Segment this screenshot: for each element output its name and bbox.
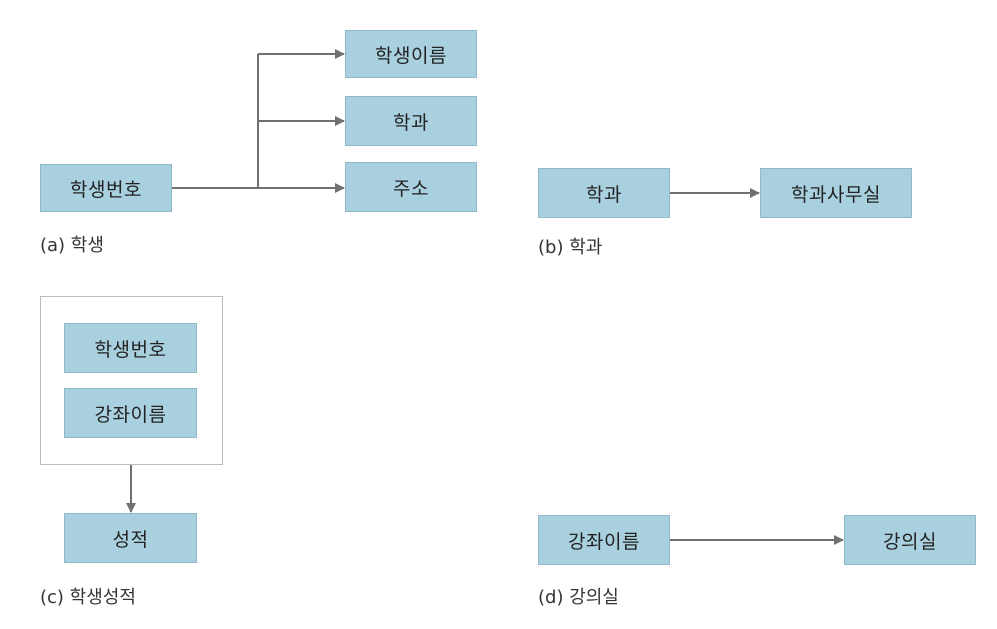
node-label: 학과 xyxy=(393,111,429,134)
node-label: 학과사무실 xyxy=(791,183,881,206)
caption-a: (a) 학생 xyxy=(40,235,104,256)
node-label: 주소 xyxy=(393,177,429,200)
node-c-grade: 성적 xyxy=(64,513,197,563)
node-b-dept-office: 학과사무실 xyxy=(760,168,912,218)
node-a-student-id: 학생번호 xyxy=(40,164,172,212)
node-label: 학생번호 xyxy=(94,338,167,361)
composite-key-frame xyxy=(40,296,223,465)
node-a-address: 주소 xyxy=(345,162,477,212)
node-a-student-name: 학생이름 xyxy=(345,30,477,78)
node-label: 학생이름 xyxy=(375,44,447,67)
caption-c: (c) 학생성적 xyxy=(40,587,136,608)
node-d-classroom: 강의실 xyxy=(844,515,976,565)
node-b-department: 학과 xyxy=(538,168,670,218)
node-label: 성적 xyxy=(112,528,149,551)
node-label: 강좌이름 xyxy=(94,403,167,426)
caption-b: (b) 학과 xyxy=(538,237,603,258)
node-label: 강의실 xyxy=(883,530,937,553)
node-d-course-name: 강좌이름 xyxy=(538,515,670,565)
node-c-student-id: 학생번호 xyxy=(64,323,197,373)
node-a-department: 학과 xyxy=(345,96,477,146)
caption-d: (d) 강의실 xyxy=(538,587,619,608)
node-label: 학생번호 xyxy=(70,178,142,201)
node-label: 학과 xyxy=(586,183,622,206)
node-label: 강좌이름 xyxy=(568,530,640,553)
node-c-course-name: 강좌이름 xyxy=(64,388,197,438)
